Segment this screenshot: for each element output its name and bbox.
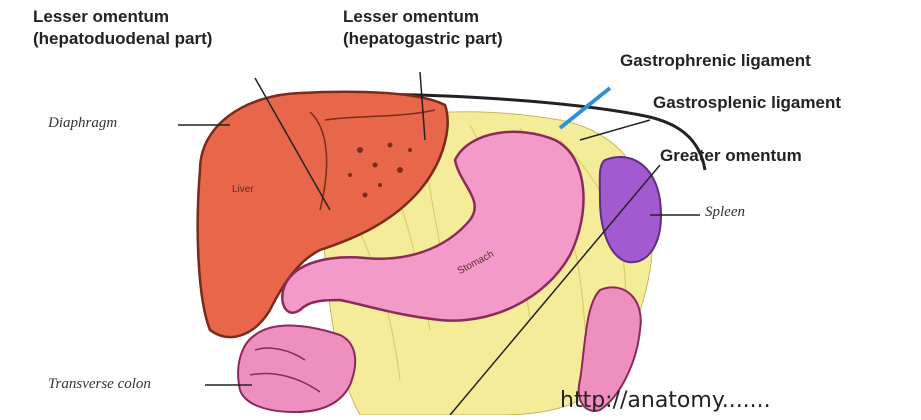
label-lesser-omentum-hd-line2: (hepatoduodenal part) bbox=[33, 28, 212, 50]
transverse-colon-shape bbox=[238, 326, 355, 412]
liver-label: Liver bbox=[232, 184, 254, 195]
label-gastrosplenic-ligament: Gastrosplenic ligament bbox=[653, 92, 841, 114]
label-spleen: Spleen bbox=[705, 204, 745, 221]
label-lesser-omentum-hg-line2: (hepatogastric part) bbox=[343, 28, 503, 50]
label-gastrophrenic-ligament: Gastrophrenic ligament bbox=[620, 50, 811, 72]
label-greater-omentum: Greater omentum bbox=[660, 145, 802, 167]
watermark-url: http://anatomy....... bbox=[560, 388, 771, 413]
spleen-shape bbox=[600, 157, 661, 262]
label-lesser-omentum-hg: Lesser omentum (hepatogastric part) bbox=[343, 6, 503, 50]
label-transverse-colon: Transverse colon bbox=[48, 376, 151, 393]
label-lesser-omentum-hd-line1: Lesser omentum bbox=[33, 6, 212, 28]
label-lesser-omentum-hg-line1: Lesser omentum bbox=[343, 6, 503, 28]
label-lesser-omentum-hd: Lesser omentum (hepatoduodenal part) bbox=[33, 6, 212, 50]
label-diaphragm: Diaphragm bbox=[48, 115, 117, 132]
